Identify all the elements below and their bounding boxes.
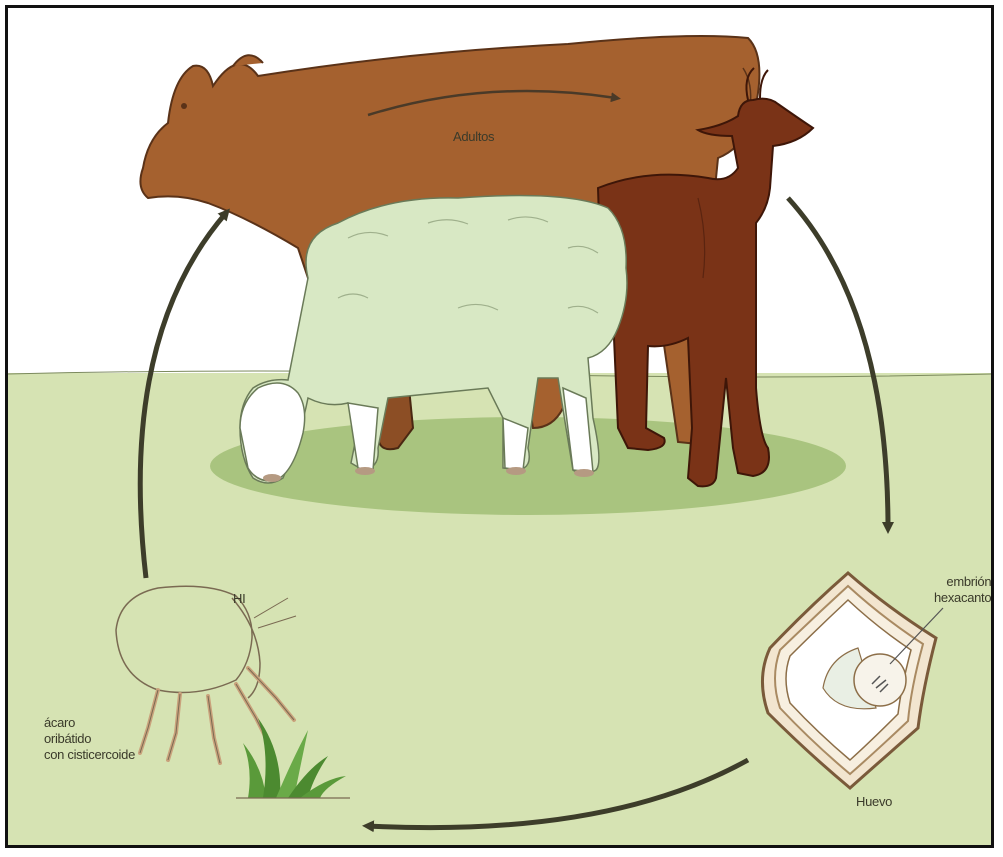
host-label: HI — [233, 591, 245, 607]
diagram-frame: Adultos embrión hexacanto Huevo HI ácaro… — [5, 5, 994, 848]
life-cycle-diagram — [8, 8, 991, 845]
mite-label: ácaro oribátido con cisticercoide — [44, 715, 135, 763]
egg-label: Huevo — [856, 794, 892, 810]
adults-label: Adultos — [453, 129, 494, 145]
embryo-label: embrión hexacanto — [934, 574, 991, 606]
